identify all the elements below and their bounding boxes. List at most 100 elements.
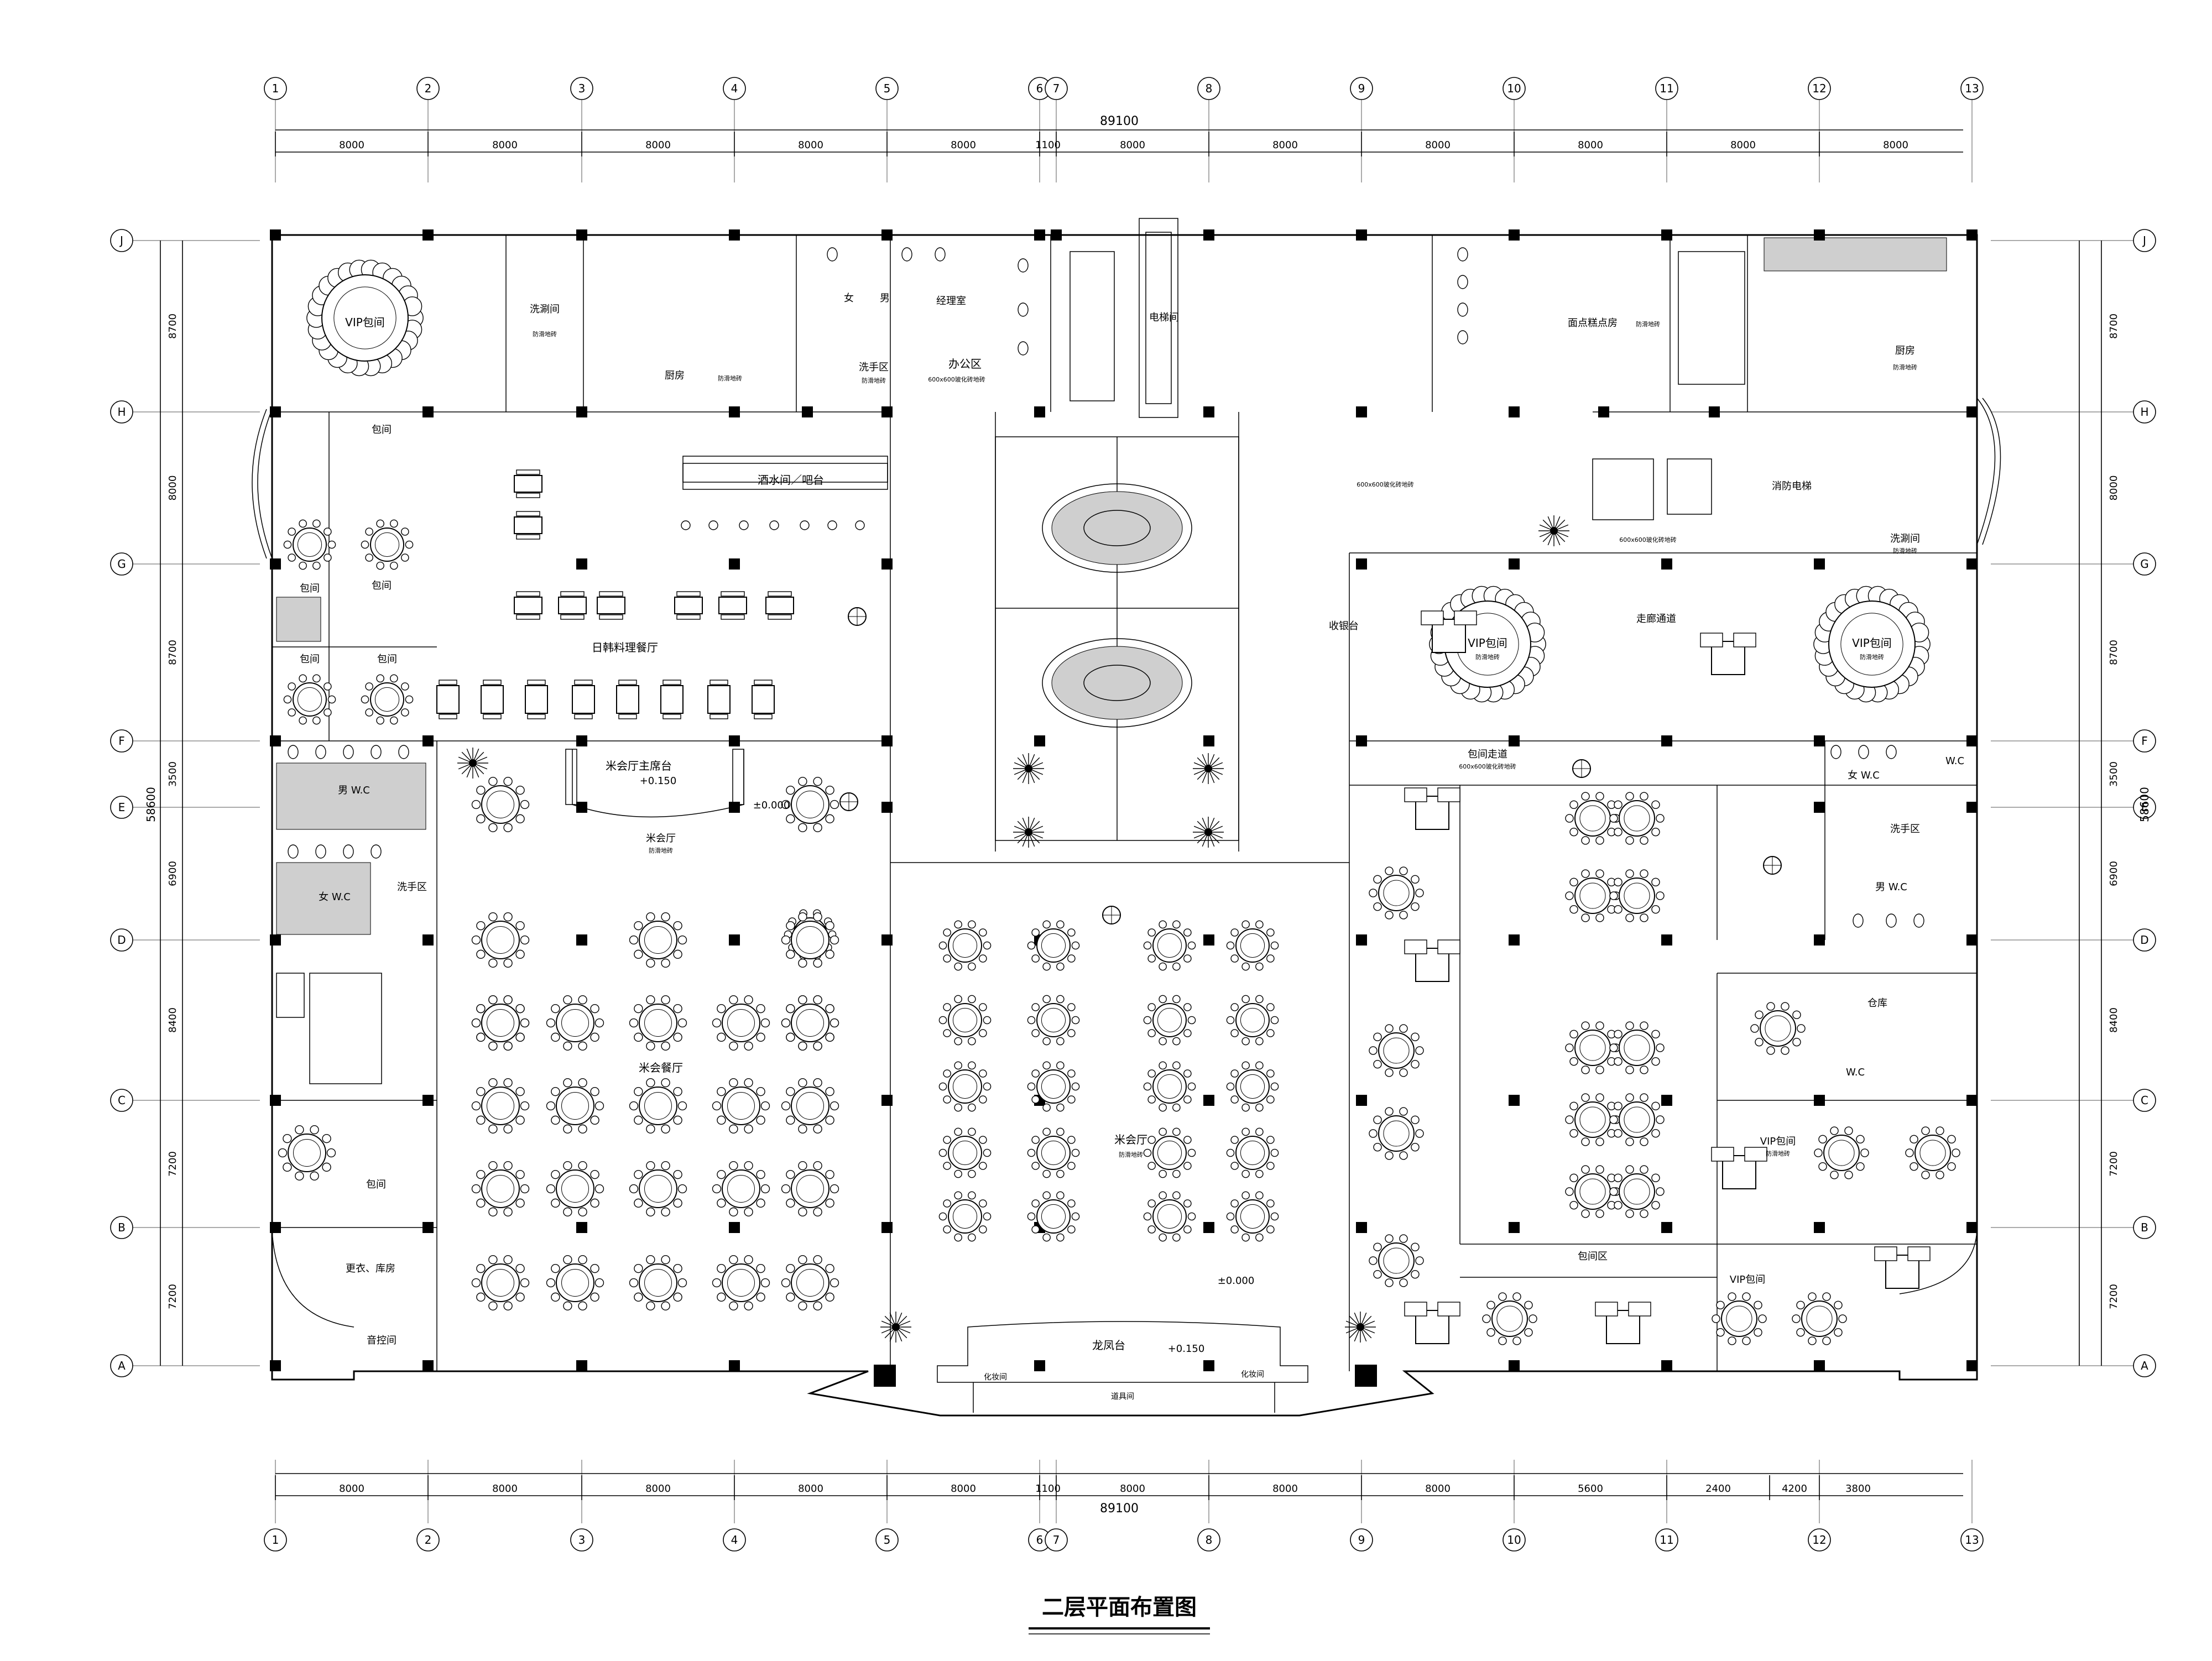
round-table	[546, 1078, 604, 1134]
bar-stool	[769, 520, 779, 530]
structural-column	[1355, 1365, 1377, 1387]
toilet-fixture	[1830, 745, 1841, 759]
structural-column	[270, 1095, 281, 1106]
structural-column	[802, 406, 813, 417]
dimension-value: 8700	[2108, 640, 2120, 665]
column-axis-label: 5	[884, 82, 891, 95]
label-hand-wash-left: 洗手区	[397, 881, 427, 893]
round-table	[471, 1078, 530, 1134]
dimension-value: 8000	[951, 139, 976, 151]
column-axis-bubble: 6	[1028, 77, 1051, 100]
toilet-fixture	[371, 745, 382, 759]
structural-column	[1034, 1360, 1045, 1371]
label-wc-storage: W.C	[1846, 1067, 1865, 1078]
row-axis-label: F	[118, 734, 125, 748]
label-pastry-sub: 防滑地砖	[1636, 320, 1660, 328]
row-axis-bubble: F	[110, 729, 133, 753]
round-table	[1609, 869, 1665, 922]
row-axis-label: H	[2140, 405, 2148, 419]
structural-column	[270, 229, 281, 241]
structural-column	[1356, 558, 1367, 570]
structural-column	[881, 406, 893, 417]
column-axis-bubble: 9	[1350, 1528, 1373, 1552]
label-kitchen-right-sub: 防滑地砖	[1893, 363, 1917, 371]
room-labels: VIP包间 洗涮间 防滑地砖 厨房 防滑地砖 女 男 经理室 办公区 600x6…	[300, 292, 1964, 1401]
dimension-value: 8000	[798, 139, 823, 151]
label-office-sub: 600x600玻化砖地砖	[928, 375, 985, 383]
structural-column	[1203, 1222, 1214, 1233]
label-private-bottom-left: 包间	[366, 1179, 386, 1190]
label-vip-left-sub: 防滑地砖	[1475, 653, 1500, 661]
round-table	[1609, 1093, 1665, 1146]
toilet-fixture	[1886, 745, 1897, 759]
structural-column	[1356, 934, 1367, 946]
label-main-hall: 米会餐厅	[639, 1061, 683, 1074]
round-table	[471, 1255, 530, 1311]
round-table	[1027, 920, 1080, 971]
round-table	[1813, 586, 1931, 703]
sofa-group	[1404, 1302, 1460, 1344]
bar-stool	[681, 520, 691, 530]
row-axis-label: B	[118, 1221, 126, 1234]
round-table	[1027, 995, 1080, 1046]
column-axis-bubble: 4	[723, 77, 746, 100]
central-lobby	[995, 436, 1239, 841]
column-axis-bubble: 3	[570, 1528, 593, 1552]
dimension-value: 8000	[645, 139, 671, 151]
dimension-value: 8700	[167, 314, 179, 339]
toilet-fixture	[1457, 275, 1468, 289]
structural-column	[1509, 1222, 1520, 1233]
potted-plant-icon	[1193, 817, 1224, 848]
structural-column	[881, 802, 893, 813]
round-table	[712, 1078, 770, 1134]
column-axis-bubble: 12	[1808, 1528, 1831, 1552]
row-axis-label: C	[118, 1094, 126, 1107]
section-marker-icon	[839, 792, 858, 811]
structural-column	[1814, 1222, 1825, 1233]
label-hand-wash-sub: 防滑地砖	[862, 377, 886, 384]
toilet-fixture	[827, 247, 838, 262]
dimension-value: 7200	[2108, 1151, 2120, 1177]
bottom-total-dimension: 89100	[1100, 1502, 1139, 1516]
structural-column	[1598, 406, 1609, 417]
toilet-fixture	[343, 844, 354, 859]
round-table	[1712, 1292, 1767, 1345]
section-marker-icon	[1102, 906, 1121, 924]
toilet-fixture	[398, 745, 409, 759]
bar-stool	[855, 520, 865, 530]
row-axis-bubble: A	[110, 1354, 133, 1377]
section-markers	[839, 607, 1782, 924]
structural-column	[1814, 802, 1825, 813]
structural-column	[576, 1222, 587, 1233]
label-private-room-2: 包间	[300, 583, 320, 594]
label-private-room-1: 包间	[372, 424, 392, 436]
label-dragon-stage: 龙凤台	[1092, 1339, 1125, 1352]
structural-column	[881, 934, 893, 946]
structural-column	[270, 735, 281, 746]
potted-plant-icon	[1538, 515, 1569, 546]
dimension-value: 8000	[1425, 1483, 1451, 1495]
dimension-value: 8000	[492, 139, 518, 151]
sofa-group	[1711, 1147, 1767, 1189]
dimension-value: 8000	[1272, 1483, 1298, 1495]
toilet-fixture	[1018, 341, 1029, 356]
column-axis-bubble: 13	[1960, 1528, 1984, 1552]
round-table	[712, 995, 770, 1051]
section-marker-icon	[1763, 856, 1782, 875]
structural-column	[270, 934, 281, 946]
toilet-fixture	[1853, 913, 1864, 928]
toilet-fixture	[1457, 302, 1468, 317]
structural-column	[1356, 1222, 1367, 1233]
potted-plant-icon	[1345, 1312, 1376, 1343]
column-axis-label: 11	[1660, 82, 1673, 95]
sofa-group	[1595, 1302, 1651, 1344]
structural-column	[422, 1360, 434, 1371]
structural-column	[729, 934, 740, 946]
structural-column	[270, 406, 281, 417]
structural-column	[1661, 558, 1672, 570]
column-axis-bubble: 9	[1350, 77, 1373, 100]
column-axis-label: 13	[1965, 82, 1979, 95]
dining-tables	[278, 259, 1960, 1345]
column-axis-label: 8	[1206, 82, 1213, 95]
